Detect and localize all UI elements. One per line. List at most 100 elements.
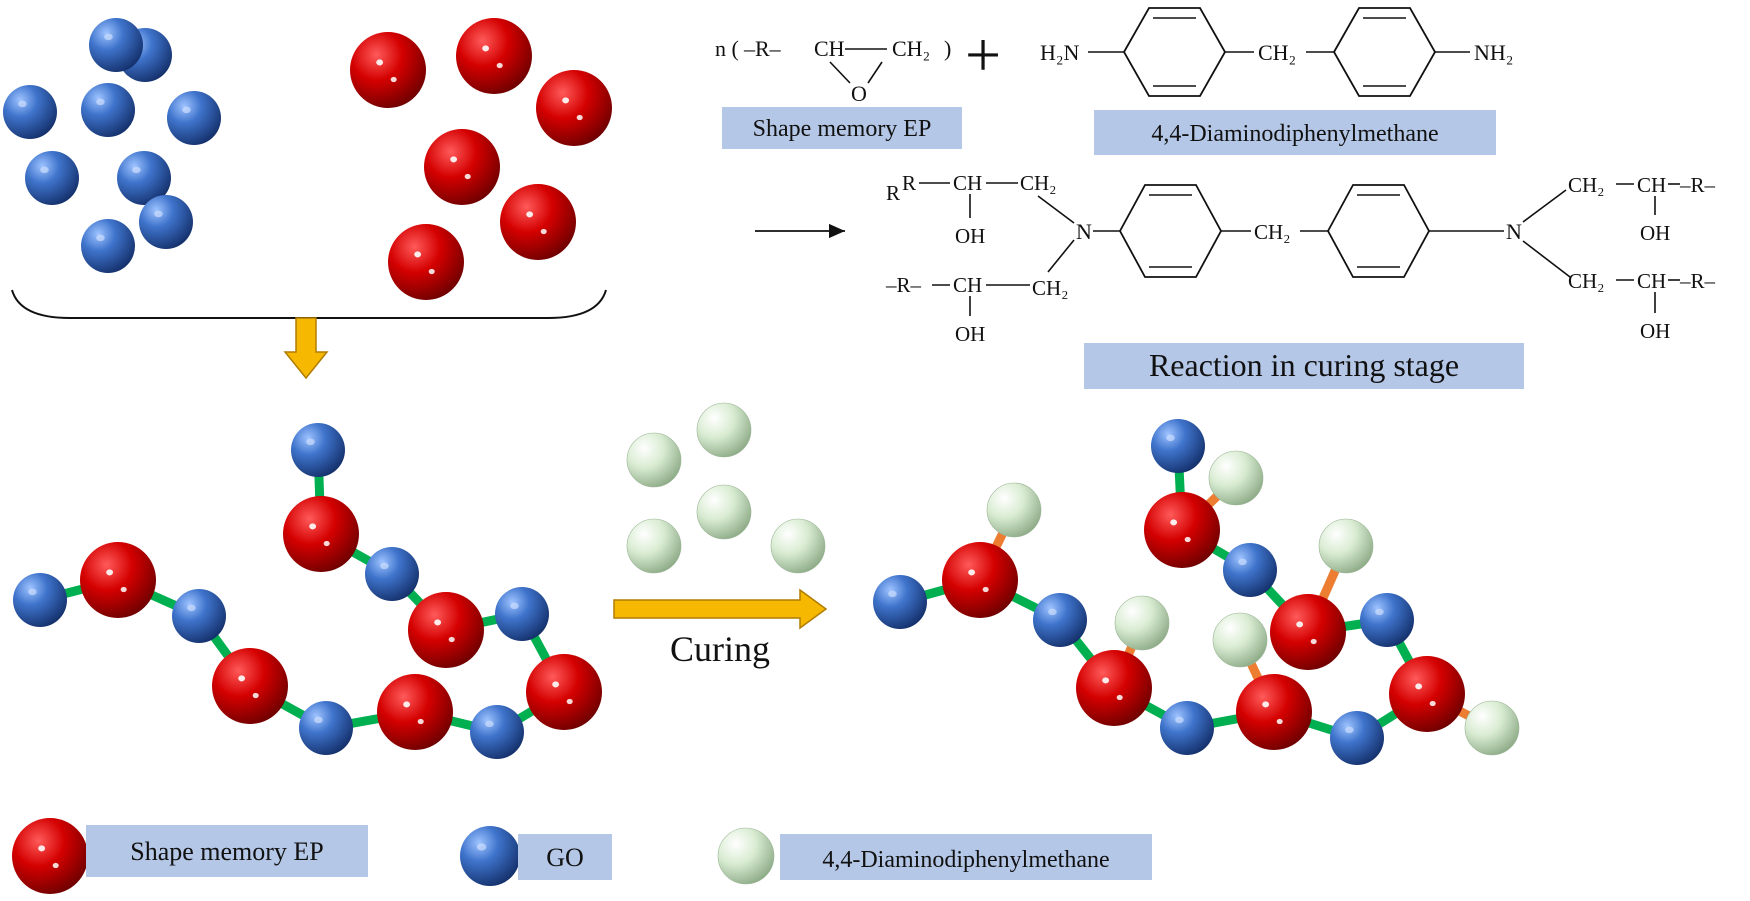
red-sphere-icon	[80, 542, 156, 618]
red-sphere-icon	[377, 674, 453, 750]
red-sphere-icon	[500, 184, 576, 260]
cured-network	[873, 419, 1520, 765]
blue-sphere-icon	[3, 85, 57, 139]
product-formula: R R CH CH₂ OH –R– CH CH₂ OH N CH₂ N	[885, 171, 1716, 346]
red-sphere-icon	[1144, 492, 1220, 568]
stage-label: Reaction in curing stage	[1149, 347, 1459, 383]
svg-text:N: N	[1076, 219, 1092, 244]
svg-text:R: R	[886, 181, 900, 205]
blue-sphere-icon	[1160, 701, 1214, 755]
epoxy-label-box	[722, 107, 962, 149]
green-sphere-icon	[1318, 518, 1374, 574]
legend-epoxy-label: Shape memory EP	[130, 837, 324, 866]
legend-item-amine	[717, 827, 775, 885]
green-sphere-icon	[1212, 612, 1268, 668]
svg-text:O: O	[851, 81, 867, 106]
green-sphere-icon	[626, 518, 682, 574]
green-sphere-icon	[770, 518, 826, 574]
blue-sphere-icon	[365, 547, 419, 601]
blue-sphere-icon	[167, 91, 221, 145]
red-sphere-icon	[283, 496, 359, 572]
legend-item-epoxy	[12, 818, 88, 894]
green-sphere-icon	[696, 402, 752, 458]
blue-sphere-icon	[89, 18, 143, 72]
blue-sphere-icon	[1360, 593, 1414, 647]
svg-text:OH: OH	[955, 224, 985, 248]
down-arrow-icon	[283, 317, 329, 380]
amine-label: 4,4-Diaminodiphenylmethane	[1151, 121, 1438, 147]
reactant-epoxy-formula: n ( –R– CH CH₂ ) O	[715, 36, 951, 106]
red-sphere-icon	[1076, 650, 1152, 726]
svg-text:CH: CH	[1637, 173, 1666, 197]
svg-text:CH: CH	[953, 273, 982, 297]
blue-sphere-icon	[1223, 543, 1277, 597]
red-sphere-icon	[388, 224, 464, 300]
svg-text:OH: OH	[955, 322, 985, 346]
red-sphere-icon	[536, 70, 612, 146]
green-sphere-icon	[1114, 595, 1170, 651]
svg-text:R: R	[902, 171, 916, 195]
svg-text:): )	[944, 36, 951, 61]
blue-sphere-icon	[460, 826, 520, 886]
legend-amine-box	[780, 834, 1152, 880]
mixing-bracket	[11, 289, 607, 319]
svg-text:CH₂: CH₂	[1032, 276, 1069, 300]
top-left-particle-cluster	[3, 18, 612, 300]
red-sphere-icon	[12, 818, 88, 894]
stage-label-box	[1084, 343, 1524, 389]
green-sphere-icon	[1464, 700, 1520, 756]
svg-text:–R–: –R–	[1679, 173, 1716, 197]
blue-sphere-icon	[81, 219, 135, 273]
red-sphere-icon	[942, 542, 1018, 618]
green-sphere-icon	[626, 432, 682, 488]
green-sphere-icon	[696, 484, 752, 540]
blue-sphere-icon	[117, 151, 171, 205]
svg-text:CH₂: CH₂	[1258, 40, 1296, 65]
legend-amine-label: 4,4-Diaminodiphenylmethane	[822, 847, 1109, 873]
blue-sphere-icon	[299, 701, 353, 755]
svg-text:OH: OH	[1640, 319, 1670, 343]
reactant-amine-formula: H₂N CH₂ NH₂	[1040, 7, 1513, 97]
svg-text:–R–: –R–	[1679, 269, 1716, 293]
legend: Shape memory EP GO 4,4-Diaminodiphenylme…	[12, 818, 1152, 894]
blue-sphere-icon	[1151, 419, 1205, 473]
red-sphere-icon	[424, 129, 500, 205]
blue-sphere-icon	[495, 587, 549, 641]
svg-text:N: N	[1506, 219, 1522, 244]
svg-text:CH₂: CH₂	[892, 36, 930, 61]
red-sphere-icon	[408, 592, 484, 668]
svg-text:NH₂: NH₂	[1474, 40, 1513, 65]
blue-sphere-icon	[1330, 711, 1384, 765]
svg-text:OH: OH	[1640, 221, 1670, 245]
legend-go-label: GO	[546, 843, 584, 872]
green-sphere-icon	[1208, 450, 1264, 506]
blue-sphere-icon	[873, 575, 927, 629]
red-sphere-icon	[526, 654, 602, 730]
red-sphere-icon	[1389, 656, 1465, 732]
svg-text:n (: n (	[715, 36, 739, 61]
blue-sphere-icon	[470, 705, 524, 759]
free-amine-particles	[626, 402, 826, 574]
blue-sphere-icon	[139, 195, 193, 249]
svg-text:CH₂: CH₂	[1254, 220, 1291, 244]
plus-sign: +	[965, 19, 1001, 90]
svg-text:CH: CH	[1637, 269, 1666, 293]
blue-sphere-icon	[1033, 593, 1087, 647]
svg-text:–R–: –R–	[743, 36, 782, 61]
svg-text:CH: CH	[953, 171, 982, 195]
legend-epoxy-box	[86, 825, 368, 877]
svg-text:CH₂: CH₂	[1020, 171, 1057, 195]
epoxy-label: Shape memory EP	[753, 116, 932, 142]
green-sphere-icon	[717, 827, 775, 885]
svg-text:H₂N: H₂N	[1040, 40, 1080, 65]
legend-item-go	[460, 826, 520, 886]
red-sphere-icon	[1236, 674, 1312, 750]
legend-go-box	[518, 834, 612, 880]
uncured-chain	[13, 423, 602, 759]
svg-text:CH: CH	[814, 36, 845, 61]
red-sphere-icon	[1270, 594, 1346, 670]
amine-label-box	[1094, 110, 1496, 155]
blue-sphere-icon	[81, 83, 135, 137]
red-sphere-icon	[350, 32, 426, 108]
